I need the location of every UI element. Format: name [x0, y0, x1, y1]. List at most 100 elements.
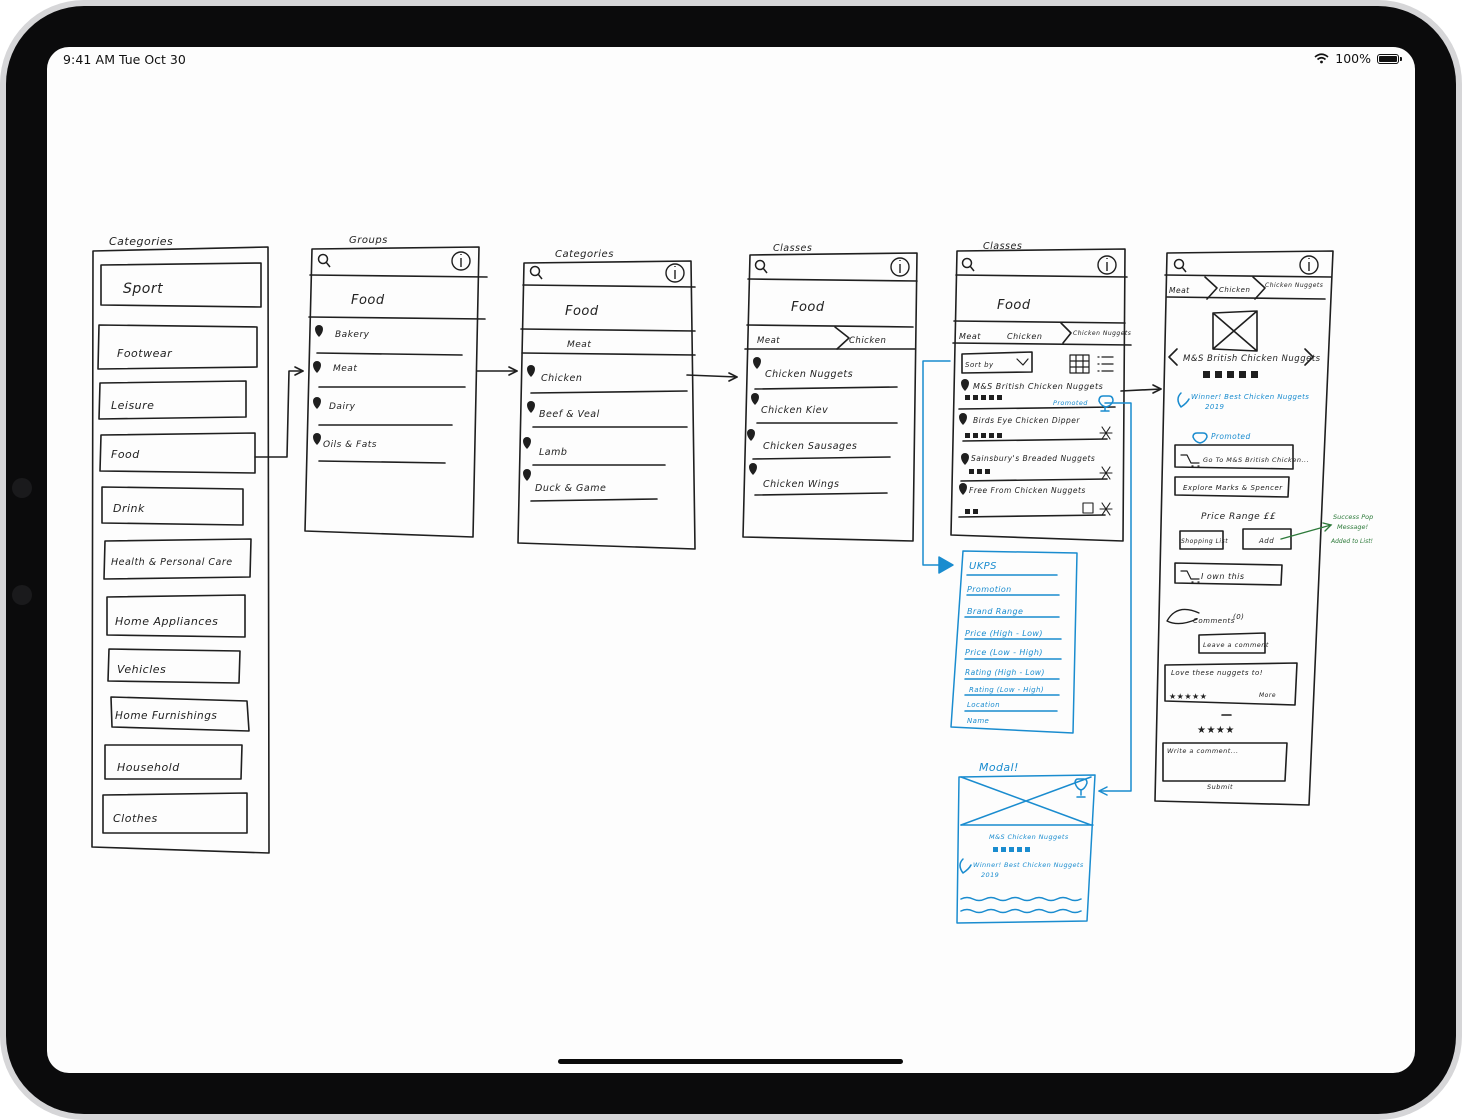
sort-option-brand[interactable]: Brand Range [967, 607, 1023, 616]
classes-crumb-chicken[interactable]: Chicken [849, 336, 886, 346]
product-screen-outline [1154, 250, 1334, 806]
wireframe-sketch: Categories Sport Footwear Leisure Food D… [91, 235, 1373, 924]
classes-title: Classes [773, 243, 812, 254]
modal-product-name: M&S Chicken Nuggets [989, 833, 1069, 841]
product-ms-nuggets[interactable]: M&S British Chicken Nuggets [973, 382, 1103, 391]
group-oils-fats[interactable]: Oils & Fats [323, 440, 377, 450]
product-promoted: Promoted [1211, 432, 1251, 441]
category-home-appliances[interactable]: Home Appliances [115, 615, 218, 628]
add-button[interactable]: Add [1258, 537, 1274, 545]
groups-screen-outline [304, 246, 480, 538]
sort-option-location[interactable]: Location [967, 701, 1000, 709]
classes2-crumb-meat[interactable]: Meat [959, 332, 981, 341]
sort-by-dropdown[interactable]: Sort by [965, 361, 994, 369]
leave-comment-button[interactable]: Leave a comment [1203, 641, 1269, 649]
categories-screen-outline [91, 246, 270, 854]
info-icon[interactable] [451, 251, 1319, 283]
class-chicken-kiev[interactable]: Chicken Kiev [761, 405, 828, 416]
comment-more-link[interactable]: More [1259, 692, 1276, 699]
classes-header: Food [791, 300, 825, 315]
sort-option-rating-high[interactable]: Rating (High - Low) [965, 668, 1045, 677]
sort-option-rating-low[interactable]: Rating (Low - High) [969, 686, 1044, 694]
cat2-lamb[interactable]: Lamb [539, 447, 567, 458]
sort-options-panel [950, 550, 1078, 734]
explore-button[interactable]: Explore Marks & Spencer [1183, 484, 1283, 492]
groups-header: Food [351, 293, 385, 308]
cat2-chicken[interactable]: Chicken [541, 373, 582, 384]
status-time: 9:41 AM [63, 52, 116, 67]
status-bar: 9:41 AM Tue Oct 30 100% [47, 47, 1415, 73]
classes2-screen-outline [950, 248, 1126, 542]
modal-flow-arrow [1098, 402, 1132, 792]
group-dairy[interactable]: Dairy [329, 402, 356, 412]
sort-option-name[interactable]: Name [967, 717, 989, 725]
category-household[interactable]: Household [117, 761, 180, 774]
comment-rating: ★★★★★ [1169, 692, 1207, 701]
categories2-header: Food [565, 304, 599, 319]
shopping-list-select[interactable]: Shopping List [1181, 538, 1228, 545]
modal-outline [956, 774, 1096, 924]
success-note-line2: Message! [1337, 523, 1368, 531]
class-chicken-sausages[interactable]: Chicken Sausages [763, 441, 857, 452]
sort-options-title: UKPS [969, 561, 997, 572]
wifi-icon [1314, 53, 1329, 64]
category-drink[interactable]: Drink [113, 502, 145, 515]
category-health[interactable]: Health & Personal Care [111, 557, 233, 568]
classes2-crumb-chicken[interactable]: Chicken [1007, 332, 1042, 341]
classes-screen-outline [742, 252, 918, 542]
battery-icon [1377, 53, 1402, 64]
product-crumb-meat[interactable]: Meat [1169, 286, 1190, 295]
go-to-button[interactable]: Go To M&S British Chicken... [1203, 456, 1309, 464]
comment-text: Love these nuggets to! [1171, 669, 1263, 677]
category-home-furnishings[interactable]: Home Furnishings [115, 710, 217, 722]
cat2-duck-game[interactable]: Duck & Game [535, 483, 606, 494]
product-birds-eye[interactable]: Birds Eye Chicken Dipper [973, 416, 1080, 425]
categories2-title: Categories [555, 249, 614, 260]
battery-percent: 100% [1335, 51, 1371, 66]
success-note-line3: Added to List! [1330, 538, 1373, 545]
class-chicken-wings[interactable]: Chicken Wings [763, 479, 839, 490]
category-footwear[interactable]: Footwear [117, 347, 173, 360]
product-crumb-chicken[interactable]: Chicken [1219, 286, 1250, 294]
price-range: Price Range ££ [1201, 512, 1276, 522]
search-icon[interactable] [317, 253, 1187, 280]
category-sport[interactable]: Sport [123, 281, 163, 297]
product-crumb-nuggets[interactable]: Chicken Nuggets [1265, 282, 1323, 289]
submit-button[interactable]: Submit [1207, 783, 1233, 791]
category-food[interactable]: Food [111, 448, 140, 461]
side-button-top [12, 478, 32, 498]
rating-stars-input[interactable]: ★★★★ [1197, 725, 1235, 736]
flow-arrow-1 [254, 370, 304, 458]
product-award-year: 2019 [1205, 403, 1225, 411]
comments-label: Comments [1193, 617, 1235, 625]
modal-award: Winner! Best Chicken Nuggets [973, 861, 1084, 869]
screen: 9:41 AM Tue Oct 30 100% [47, 47, 1415, 1073]
sort-flow-arrow [922, 360, 951, 566]
category-clothes[interactable]: Clothes [113, 812, 158, 825]
product-sainsburys[interactable]: Sainsbury's Breaded Nuggets [971, 454, 1095, 463]
i-own-this-button[interactable]: I own this [1201, 572, 1245, 581]
categories-title: Categories [109, 235, 173, 248]
category-leisure[interactable]: Leisure [111, 399, 154, 412]
home-indicator[interactable] [558, 1059, 903, 1064]
battery-fill [1379, 55, 1397, 62]
classes-crumb-meat[interactable]: Meat [757, 336, 780, 346]
product-free-from[interactable]: Free From Chicken Nuggets [969, 486, 1086, 495]
side-button-bottom [12, 585, 32, 605]
classes2-crumb-nuggets[interactable]: Chicken Nuggets [1073, 330, 1131, 337]
group-bakery[interactable]: Bakery [335, 330, 370, 340]
comments-count: (0) [1233, 613, 1244, 621]
sort-option-price-high[interactable]: Price (High - Low) [965, 629, 1043, 638]
write-comment-input[interactable]: Write a comment... [1167, 747, 1239, 755]
modal-title: Modal! [979, 761, 1019, 774]
modal-award-year: 2019 [981, 871, 999, 879]
group-meat[interactable]: Meat [333, 364, 357, 374]
sort-option-promotion[interactable]: Promotion [967, 585, 1012, 594]
category-vehicles[interactable]: Vehicles [117, 663, 166, 676]
sort-option-price-low[interactable]: Price (Low - High) [965, 648, 1043, 657]
promoted-label: Promoted [1053, 399, 1088, 407]
cat2-beef-veal[interactable]: Beef & Veal [539, 409, 600, 420]
class-chicken-nuggets[interactable]: Chicken Nuggets [765, 369, 853, 380]
status-date: Tue Oct 30 [119, 52, 186, 67]
